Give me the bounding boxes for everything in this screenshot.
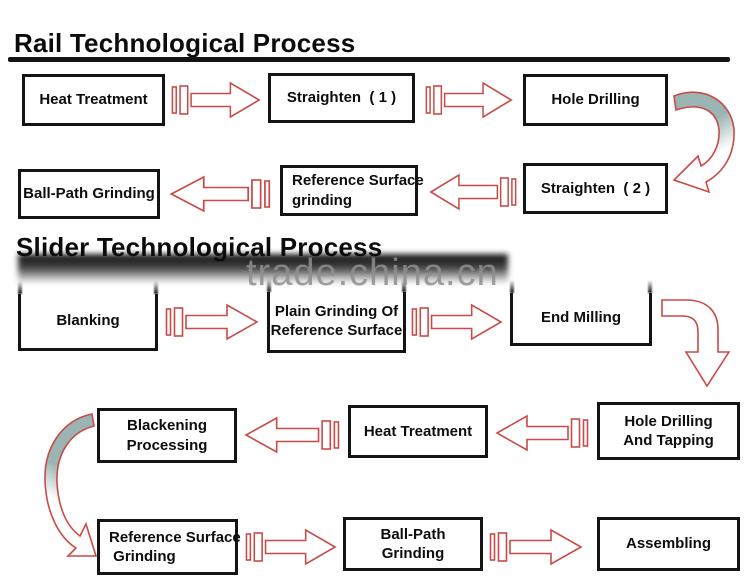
smear-tick [402, 279, 406, 292]
rail-title-underline [8, 57, 730, 62]
box-label: Assembling [625, 535, 712, 553]
flow-arrow-left-icon [243, 413, 341, 457]
box-slider-blackening-processing: Blackening Processing [97, 408, 237, 463]
box-rail-hole-drilling: Hole Drilling [523, 74, 668, 126]
box-label: Heat Treatment [39, 91, 148, 109]
box-rail-reference-surface-grinding: Reference Surface grinding [280, 165, 424, 216]
box-label: Straighten ( 2 ) [540, 179, 651, 197]
slider-section-title: Slider Technological Process [16, 232, 383, 262]
box-slider-ball-path-grinding: Ball-Path Grinding [343, 517, 483, 571]
box-label-line1: Reference Surface [292, 172, 424, 189]
box-slider-hole-drilling-and-tapping: Hole Drilling And Tapping [597, 402, 740, 460]
box-label-line1: Hole Drilling [624, 412, 713, 430]
box-rail-ball-path-grinding: Ball-Path Grinding [18, 169, 160, 219]
flow-arrow-right-icon [424, 78, 514, 122]
box-label-line1: Ball-Path [380, 525, 446, 543]
watermark-text: trade.china.cn [246, 252, 499, 294]
box-label: End Milling [541, 309, 621, 327]
flow-arrow-left-icon [428, 170, 518, 214]
smear-tick [267, 279, 271, 292]
box-slider-heat-treatment: Heat Treatment [348, 405, 488, 458]
flow-arrow-right-icon [244, 525, 338, 569]
box-slider-end-milling: End Milling [510, 280, 652, 346]
box-slider-plain-grinding: Plain Grinding Of Reference Surface [267, 279, 406, 353]
box-slider-blanking: Blanking [18, 281, 158, 351]
box-label: Straighten ( 1 ) [286, 89, 397, 107]
smear-tick [154, 281, 158, 294]
box-label: Ball-Path Grinding [23, 185, 155, 203]
smeared-underline [18, 254, 508, 284]
box-label-line1: Plain Grinding Of [274, 302, 399, 320]
box-label-line2: And Tapping [623, 432, 714, 449]
box-label: Hole Drilling [551, 91, 640, 109]
box-label-line2: Reference Surface [270, 322, 403, 339]
elbow-arrow-down-icon [650, 294, 730, 398]
flow-arrow-left-icon [168, 172, 272, 216]
flow-arrow-right-icon [164, 300, 260, 344]
box-label-line2: Grinding [381, 545, 445, 562]
box-label: Heat Treatment [363, 422, 473, 440]
flow-arrow-right-icon [170, 78, 262, 122]
box-label-line1: Reference Surface [109, 528, 241, 546]
flow-arrow-right-icon [410, 300, 504, 344]
rail-section-title: Rail Technological Process [14, 28, 356, 58]
smear-tick [648, 280, 652, 293]
flow-arrow-right-icon [488, 525, 584, 569]
box-label-line1: Blackening [126, 417, 208, 434]
smear-tick [510, 280, 514, 293]
box-label: Blanking [56, 312, 120, 330]
curved-arrow-down-right-icon [36, 406, 102, 578]
box-label-line2: Processing [126, 436, 208, 454]
curved-arrow-down-left-icon [660, 84, 738, 202]
flow-arrow-left-icon [494, 411, 590, 455]
box-rail-straighten-2: Straighten ( 2 ) [523, 163, 668, 214]
smear-tick [18, 281, 22, 294]
box-rail-straighten-1: Straighten ( 1 ) [268, 73, 415, 123]
box-slider-assembling: Assembling [597, 517, 740, 571]
box-rail-heat-treatment: Heat Treatment [22, 74, 165, 126]
box-label-line2: grinding [292, 191, 352, 209]
box-slider-reference-surface-grinding: Reference Surface Grinding [97, 519, 241, 575]
box-label-line2: Grinding [109, 548, 176, 565]
